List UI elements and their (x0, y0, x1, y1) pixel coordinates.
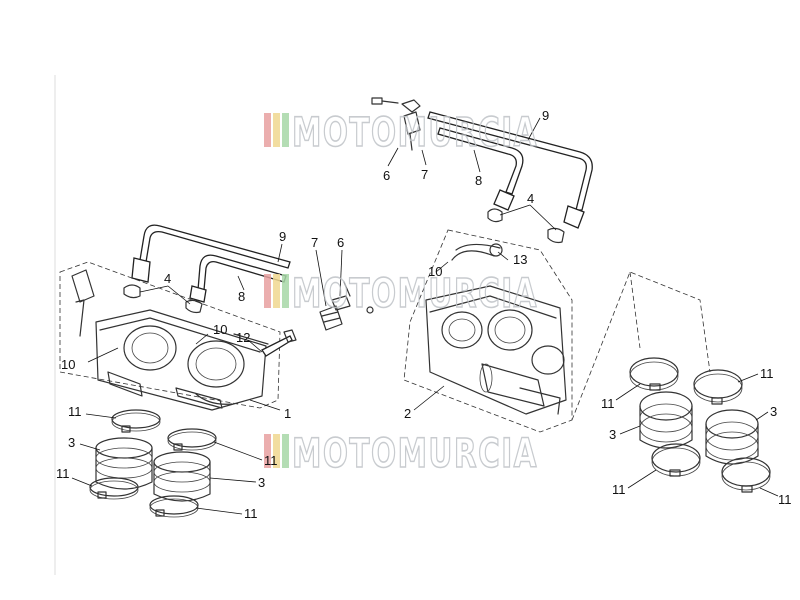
callout-10-left-top: 10 (213, 322, 227, 337)
seal-3-left-b (153, 451, 211, 502)
callout-11-right-c: 11 (612, 482, 626, 497)
middle-connector-parts (315, 249, 374, 331)
clamp-4-top-left (487, 208, 503, 223)
right-bore-a (441, 311, 483, 349)
seal-3-right-b (705, 409, 759, 465)
callout-6-top: 6 (383, 168, 390, 183)
right-seals-and-clamps (615, 357, 779, 497)
callout-11-left-d: 11 (244, 506, 258, 521)
callout-11-left-c: 11 (56, 466, 70, 481)
left-hose-assembly (123, 224, 291, 314)
callout-1: 1 (284, 406, 291, 421)
callout-10-left: 10 (61, 357, 75, 372)
svg-text:MOTOMURCIA: MOTOMURCIA (292, 271, 538, 317)
clamp-11-right-d (721, 457, 771, 493)
callout-4-top: 4 (527, 191, 534, 206)
callout-13: 13 (513, 252, 527, 267)
left-throttle-body-outline (59, 261, 281, 409)
left-bore-b (187, 340, 245, 388)
callout-8-top: 8 (475, 173, 482, 188)
callout-4-left: 4 (164, 271, 171, 286)
clamp-11-left-bottom (149, 495, 199, 518)
callout-11-right-d: 11 (778, 492, 792, 507)
callout-12: 12 (236, 330, 250, 345)
left-seals-and-clamps (71, 409, 263, 518)
callout-7-mid: 7 (311, 235, 318, 250)
callout-3-right-a: 3 (770, 404, 777, 419)
seal-3-right-a (639, 391, 693, 449)
callout-labels: 6 7 8 9 4 9 7 6 10 13 4 8 10 12 10 1 2 1… (56, 108, 792, 521)
watermark-middle: MOTOMURCIA (264, 270, 538, 318)
clamp-11-right-c (651, 443, 701, 477)
watermark-top: MOTOMURCIA (264, 109, 538, 157)
callout-2: 2 (404, 406, 411, 421)
callout-11-left-b: 11 (264, 453, 278, 468)
callout-3-left-b: 3 (258, 475, 265, 490)
svg-text:MOTOMURCIA: MOTOMURCIA (292, 431, 538, 477)
watermark-bottom: MOTOMURCIA (264, 430, 538, 478)
clamp-11-right-b (693, 369, 743, 405)
callout-8-left: 8 (238, 289, 245, 304)
clamp-11-right-a (629, 357, 679, 391)
svg-text:MOTOMURCIA: MOTOMURCIA (292, 110, 538, 156)
callout-3-left-a: 3 (68, 435, 75, 450)
clamp-11-left-top (111, 409, 161, 433)
callout-3-right-b: 3 (609, 427, 616, 442)
clamp-4-left-b (185, 299, 203, 314)
callout-11-right-a: 11 (760, 366, 774, 381)
callout-11-right-b: 11 (601, 396, 615, 411)
right-guide-lines (571, 271, 711, 421)
callout-11-left-a: 11 (68, 404, 82, 419)
connector-part (401, 99, 421, 151)
clamp-11-left-mid (167, 428, 217, 451)
left-throttle-body (59, 261, 297, 411)
callout-9-top: 9 (542, 108, 549, 123)
callout-9-left: 9 (279, 229, 286, 244)
callout-10-right: 10 (428, 264, 442, 279)
clamp-4-top-right (547, 227, 565, 244)
callout-6-mid: 6 (337, 235, 344, 250)
right-bore-b (487, 309, 533, 351)
clamp-4-left-a (123, 284, 141, 299)
callout-7-top: 7 (421, 167, 428, 182)
screw-part (371, 97, 399, 105)
seal-3-left-a (95, 437, 153, 490)
right-throttle-body (403, 229, 573, 433)
left-bore-a (123, 325, 177, 371)
right-throttle-body-outline (403, 229, 573, 433)
top-hose-assembly (371, 97, 593, 244)
pipe-12 (261, 335, 293, 357)
clamp-11-left-low (89, 477, 139, 500)
